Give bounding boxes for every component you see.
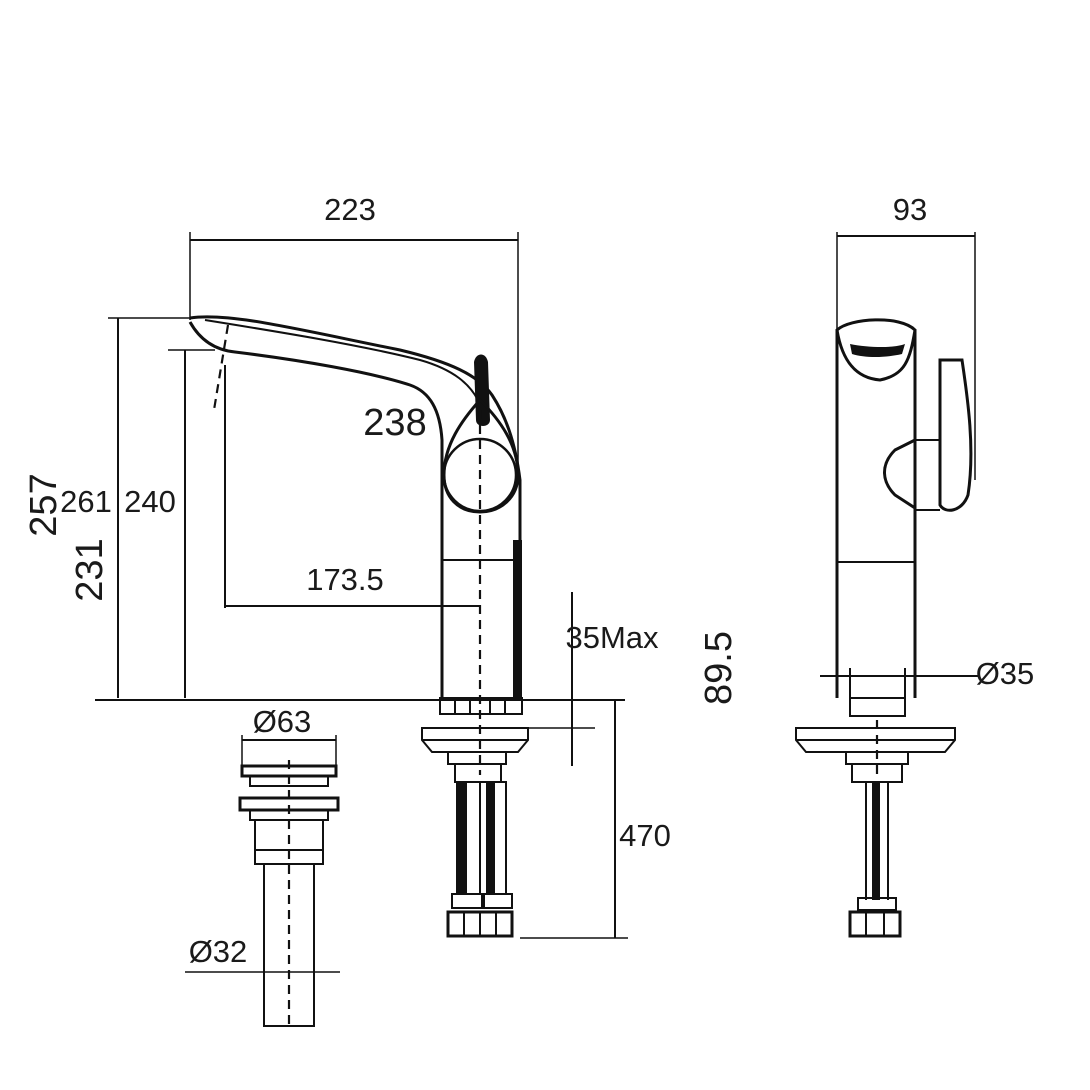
label-89-5: 89.5 <box>698 631 740 705</box>
body-shadow-stripe <box>513 540 522 698</box>
front-dimension-lines <box>95 232 628 939</box>
label-470: 470 <box>619 818 671 853</box>
hose-left <box>465 781 481 895</box>
spout-inner-line <box>204 319 479 401</box>
label-261: 261 <box>60 484 112 519</box>
label-waste-32: Ø32 <box>189 934 248 969</box>
handle-lever <box>474 354 490 426</box>
side-base-nut <box>849 697 906 717</box>
label-35max: 35Max <box>565 620 659 655</box>
side-handle-base <box>883 438 916 510</box>
hose-right-dark <box>486 782 494 894</box>
side-view-faucet <box>795 232 978 938</box>
label-238: 238 <box>363 402 426 444</box>
side-handle-lever <box>938 358 973 512</box>
side-fitting-nut <box>848 910 902 938</box>
popup-waste <box>185 735 340 1030</box>
label-body-35: Ø35 <box>976 656 1035 691</box>
fitting-right-top <box>483 893 513 909</box>
label-257: 257 <box>23 473 65 536</box>
label-173-5: 173.5 <box>306 562 384 597</box>
label-223: 223 <box>324 192 376 227</box>
hose-right <box>493 781 507 895</box>
side-hose-dark <box>872 782 880 900</box>
side-fitting-top <box>857 897 897 911</box>
hose-left-dark <box>456 782 466 894</box>
fitting-left-top <box>451 893 483 909</box>
base-nut <box>439 697 523 715</box>
waste-tail-pipe <box>263 863 315 1027</box>
spout-outline <box>189 315 522 698</box>
side-body-outline <box>835 330 917 698</box>
handle-teardrop <box>442 397 520 514</box>
label-waste-63: Ø63 <box>253 704 312 739</box>
side-aerator <box>850 344 905 357</box>
label-231: 231 <box>69 538 111 601</box>
lock-nut-1 <box>447 751 507 765</box>
side-hose <box>865 782 889 900</box>
lock-nut-2 <box>454 763 502 783</box>
side-spout-head <box>835 318 917 382</box>
label-240: 240 <box>124 484 176 519</box>
label-93: 93 <box>893 192 927 227</box>
dimension-labels: 223 93 238 261 240 173.5 35Max 470 Ø63 Ø… <box>23 192 1034 969</box>
front-view-faucet <box>188 315 529 938</box>
spout-underside <box>188 321 444 698</box>
